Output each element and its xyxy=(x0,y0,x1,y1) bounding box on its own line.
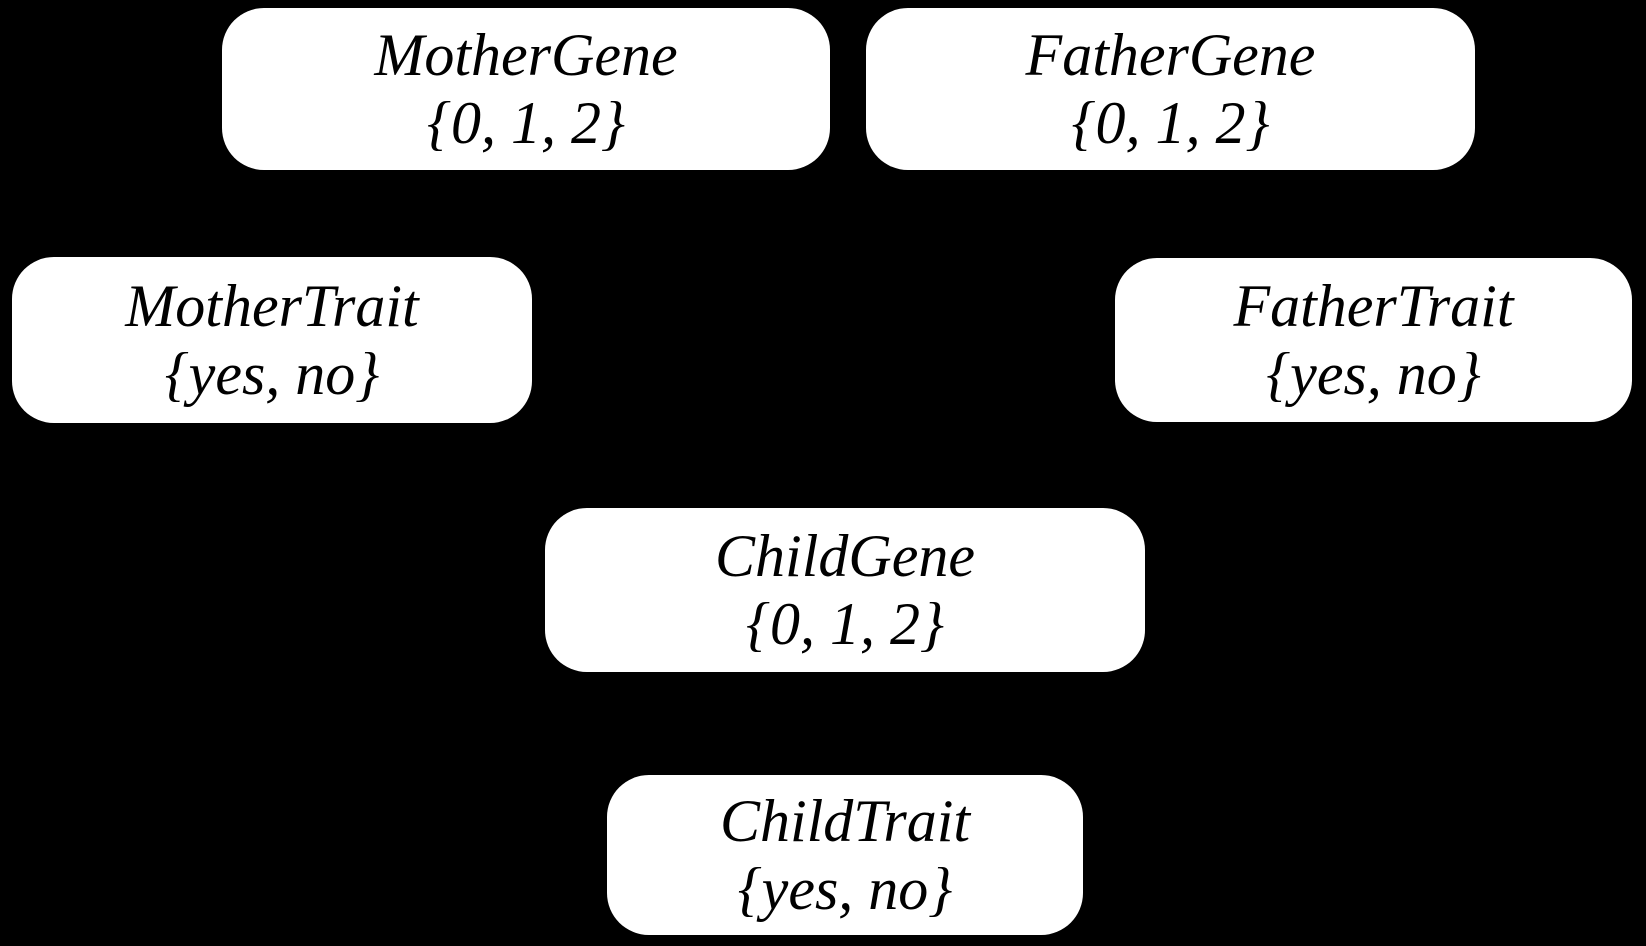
node-mother-gene-title: MotherGene xyxy=(374,22,678,88)
node-father-gene-domain: {0, 1, 2} xyxy=(1071,90,1270,156)
node-child-gene-title: ChildGene xyxy=(715,523,975,589)
node-father-trait-domain: {yes, no} xyxy=(1266,341,1481,407)
node-mother-gene: MotherGene {0, 1, 2} xyxy=(222,8,830,170)
node-father-gene-title: FatherGene xyxy=(1025,22,1316,88)
node-mother-trait-title: MotherTrait xyxy=(125,273,419,339)
node-mother-trait: MotherTrait {yes, no} xyxy=(12,257,532,423)
node-mother-gene-domain: {0, 1, 2} xyxy=(427,90,625,156)
node-child-trait-domain: {yes, no} xyxy=(737,856,953,922)
node-father-trait-title: FatherTrait xyxy=(1233,273,1514,339)
node-child-gene-domain: {0, 1, 2} xyxy=(746,591,944,657)
node-child-gene: ChildGene {0, 1, 2} xyxy=(545,508,1145,672)
node-father-gene: FatherGene {0, 1, 2} xyxy=(866,8,1475,170)
node-mother-trait-domain: {yes, no} xyxy=(164,341,380,407)
node-child-trait-title: ChildTrait xyxy=(719,788,971,854)
node-child-trait: ChildTrait {yes, no} xyxy=(607,775,1083,935)
node-father-trait: FatherTrait {yes, no} xyxy=(1115,258,1632,422)
